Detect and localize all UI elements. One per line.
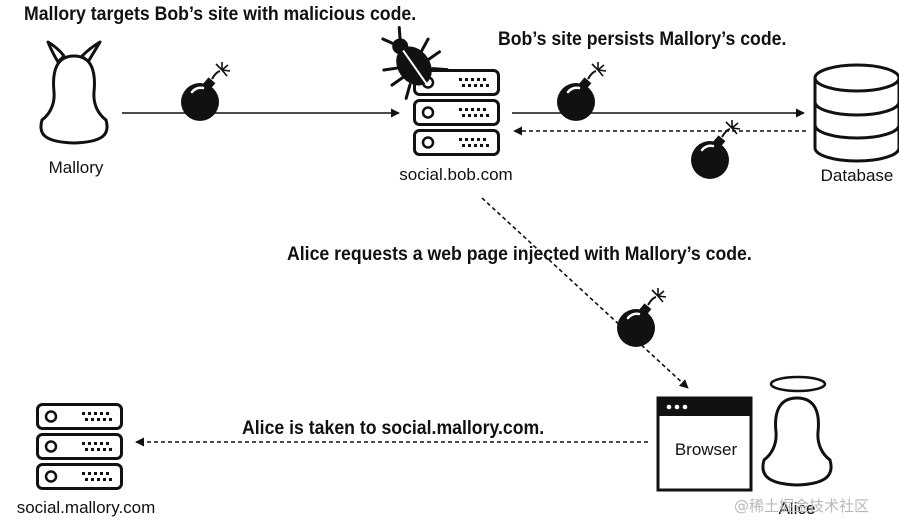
caption-bob-persists: Bob’s site persists Mallory’s code. xyxy=(498,29,787,50)
devil-horned-person-icon xyxy=(39,40,109,145)
bob-to-browser-arrow xyxy=(481,197,689,389)
bob-server-label: social.bob.com xyxy=(399,165,512,184)
haloed-person-icon xyxy=(761,375,833,487)
bomb-icon xyxy=(689,118,742,181)
bug-icon xyxy=(381,25,449,100)
caption-mallory-targets: Mallory targets Bob’s site with maliciou… xyxy=(24,4,417,25)
bomb-icon xyxy=(555,60,608,123)
mallory-server-label: social.mallory.com xyxy=(17,498,156,517)
bomb-icon xyxy=(615,286,668,349)
bomb-icon xyxy=(179,60,232,123)
server-rack-icon xyxy=(413,69,500,156)
database-label: Database xyxy=(821,166,894,185)
browser-window-icon xyxy=(656,396,753,492)
mallory-label: Mallory xyxy=(49,158,104,177)
watermark: @稀土掘金技术社区 xyxy=(734,497,870,515)
database-cylinder-icon xyxy=(813,63,899,163)
browser-label: Browser xyxy=(675,440,738,459)
caption-alice-taken: Alice is taken to social.mallory.com. xyxy=(242,418,545,439)
alice-label: Alice xyxy=(779,499,816,518)
caption-alice-requests: Alice requests a web page injected with … xyxy=(287,244,752,265)
server-rack-icon xyxy=(36,403,123,490)
